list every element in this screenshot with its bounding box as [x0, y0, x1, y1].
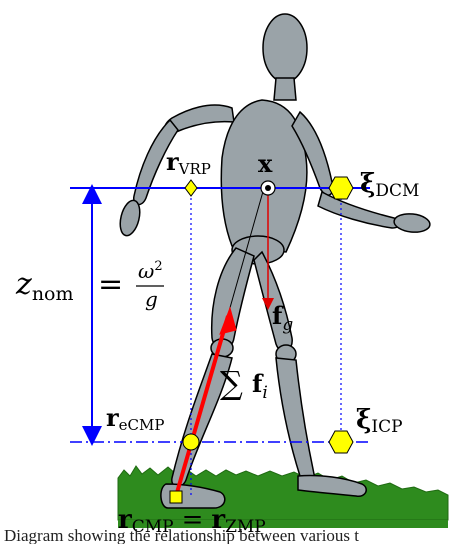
sum-symbol: ∑ — [220, 364, 243, 402]
ecmp-point — [182, 433, 200, 451]
mannequin-neck — [273, 77, 297, 101]
f-g-label: fg — [272, 301, 293, 335]
xi-dcm-label: ξDCM — [360, 169, 419, 201]
g-denominator: g — [145, 287, 158, 311]
mannequin-back-foot — [297, 474, 367, 497]
x-com-label: x — [258, 149, 273, 178]
mannequin-left-hand — [119, 199, 141, 237]
vrp-point — [184, 179, 198, 197]
mannequin-head — [262, 13, 308, 83]
figure-caption: Diagram showing the relationship between… — [4, 528, 360, 544]
force-sum-arrowhead — [219, 306, 237, 335]
mannequin-back-shin — [275, 357, 315, 484]
omega-numerator: ω2 — [138, 259, 163, 283]
xi-icp-label: ξICP — [356, 405, 403, 437]
f-i-label: fi — [252, 369, 268, 403]
force-sum-arrow — [174, 315, 230, 497]
equals-sign: = — [98, 267, 123, 302]
dcm-point — [328, 176, 354, 200]
r-ecmp-label: reCMP — [106, 403, 164, 434]
cmp-zmp-label: rCMP=rZMP — [118, 505, 266, 537]
z-nom-label: znom — [15, 267, 74, 305]
com-point — [260, 180, 276, 196]
cmp-point — [169, 490, 183, 504]
icp-point — [328, 430, 354, 454]
mannequin-right-hand — [393, 213, 431, 233]
r-vrp-label: rVRP — [166, 147, 211, 178]
